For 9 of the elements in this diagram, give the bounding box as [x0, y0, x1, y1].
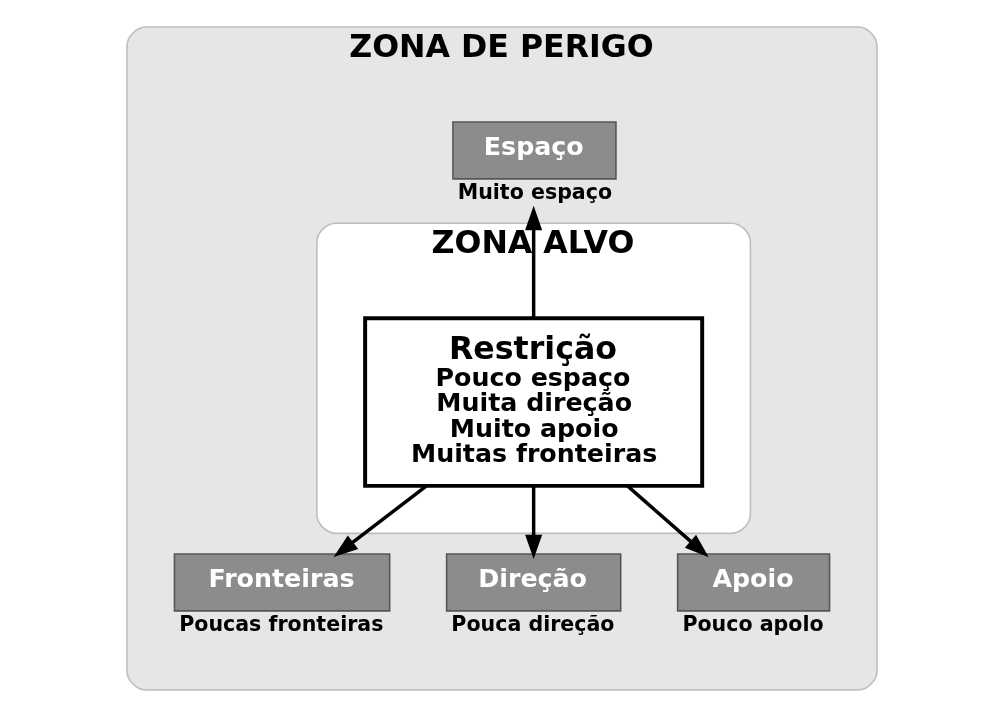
node-label: Pouco apolo: [681, 611, 824, 636]
arrow: [625, 484, 709, 558]
arrow: [333, 484, 427, 558]
node-label: Muito espaço: [457, 179, 612, 204]
arrow: [524, 486, 542, 560]
node-label: Poucas fronteiras: [178, 611, 383, 636]
node-label: Pouca direção: [450, 611, 614, 636]
arrow: [524, 205, 542, 318]
node-box: Restrição Pouco espaço Muita direção Muito apoio Muitas fronteiras: [362, 316, 704, 488]
